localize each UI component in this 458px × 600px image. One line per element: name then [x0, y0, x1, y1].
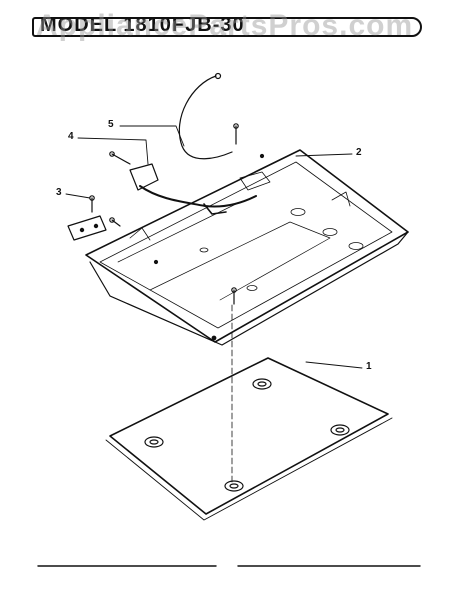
callout-4: 4: [68, 131, 74, 142]
callout-3: 3: [56, 187, 62, 198]
mounting-plate[interactable]: [67, 215, 107, 241]
cooktop-pan[interactable]: [85, 149, 409, 346]
igniter-bracket[interactable]: [129, 163, 257, 215]
title-box: [32, 17, 422, 37]
callout-2: 2: [356, 147, 362, 158]
site-watermark: AppliancePartsPros.com: [36, 9, 414, 42]
callout-5: 5: [108, 119, 114, 130]
callout-1-leader: [305, 361, 363, 369]
bottom-tray[interactable]: [105, 357, 393, 521]
model-title: MODEL 1810FJB-30: [40, 14, 245, 36]
callout-1: 1: [366, 361, 372, 372]
callout-4-leader: [77, 137, 149, 165]
electrode-wire[interactable]: [178, 72, 233, 160]
mounting-screws[interactable]: [89, 123, 239, 305]
callout-5-leader: [119, 125, 185, 147]
callout-2-leader: [295, 153, 353, 157]
callout-3-leader: [65, 193, 91, 199]
